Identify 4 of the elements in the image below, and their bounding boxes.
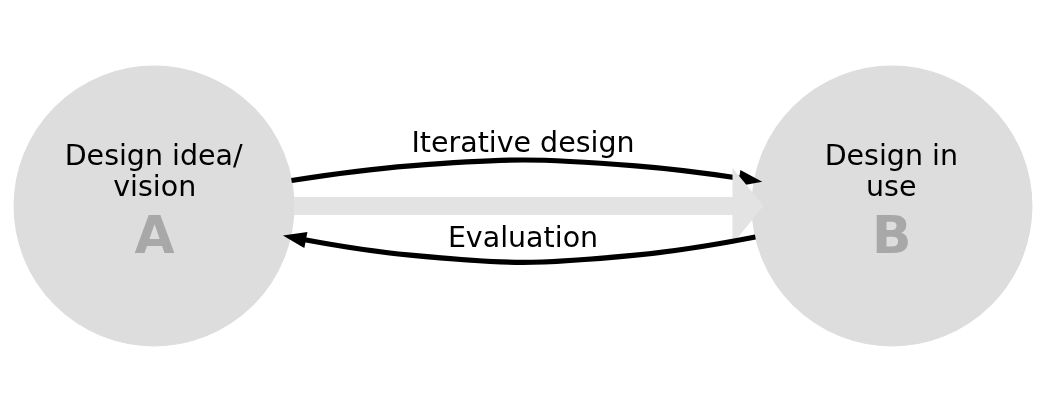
arrow <box>291 157 763 187</box>
edge-label: Iterative design <box>411 126 635 160</box>
arrow <box>282 231 756 265</box>
edge-label: Evaluation <box>447 220 599 254</box>
